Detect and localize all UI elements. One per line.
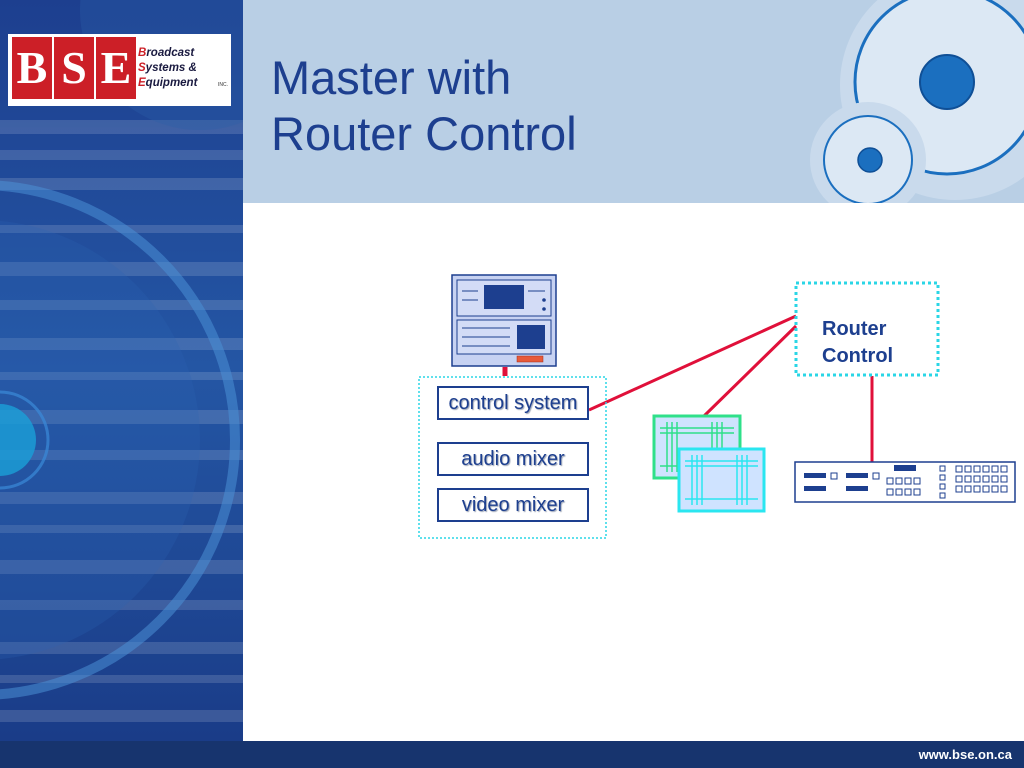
logo-letter-s: S xyxy=(54,37,94,99)
header-circles-decoration xyxy=(810,0,1024,203)
footer-url-link[interactable]: www.bse.on.ca xyxy=(918,747,1012,762)
slide-title-line-2: Router Control xyxy=(271,107,577,160)
logo-inc: INC. xyxy=(218,82,228,88)
video-mixer-box: video mixer xyxy=(437,488,589,522)
logo-letter-e: E xyxy=(96,37,136,99)
logo-line-3: Equipment xyxy=(138,77,198,89)
connector-panels-to-router xyxy=(702,324,798,418)
master-console-icon xyxy=(451,274,557,367)
logo-line-2: Systems & xyxy=(138,62,197,74)
master-group-outline xyxy=(418,376,607,539)
slide-title: Master with Router Control xyxy=(271,50,577,162)
audio-mixer-box: audio mixer xyxy=(437,442,589,476)
header-band xyxy=(243,0,1024,203)
logo-company-name: Broadcast Systems & Equipment xyxy=(138,46,228,91)
router-panels-icon xyxy=(652,414,766,513)
slide-title-line-1: Master with xyxy=(271,51,512,104)
router-rack-icon xyxy=(794,461,1016,503)
footer-bar: www.bse.on.ca xyxy=(0,741,1024,768)
router-control-label-line-2: Control xyxy=(822,345,894,367)
router-control-box xyxy=(794,281,940,377)
bse-logo: B S E Broadcast Systems & Equipment INC. xyxy=(8,34,231,106)
router-control-label-line-1: Router xyxy=(822,318,887,340)
logo-line-1: Broadcast xyxy=(138,47,195,59)
diagram xyxy=(418,274,1016,539)
logo-letter-b: B xyxy=(12,37,52,99)
router-control-label: Router Control xyxy=(822,316,893,370)
control-system-box: control system xyxy=(437,386,589,420)
connector-control-to-router xyxy=(588,314,797,412)
